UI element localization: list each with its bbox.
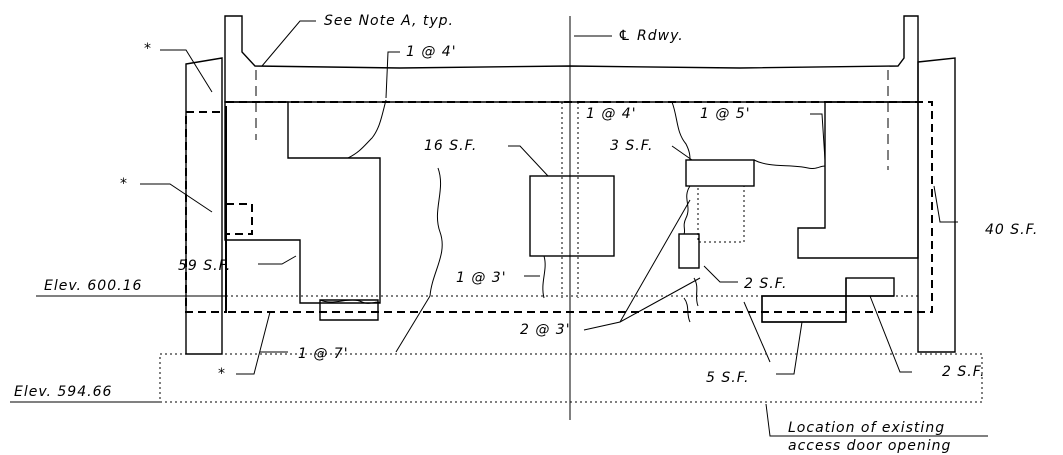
- label-elev-upper: Elev. 600.16: [44, 278, 142, 294]
- label-one-at-5: 1 @ 5': [700, 106, 751, 122]
- label-access-line2: access door opening: [788, 438, 951, 454]
- break-line-7: [693, 277, 699, 307]
- label-one-at-7: 1 @ 7': [298, 346, 349, 362]
- deck-slab: [224, 15, 919, 103]
- right-crosshatch-wall: [917, 57, 956, 353]
- break-line-1: [347, 99, 387, 159]
- patch-2sf-right: [845, 277, 895, 297]
- label-one-at-3: 1 @ 3': [456, 270, 507, 286]
- label-star-2: *: [120, 176, 128, 192]
- label-3-sf: 3 S.F.: [610, 138, 653, 154]
- label-see-note-a: See Note A, typ.: [324, 13, 454, 29]
- dashed-limit-box: [225, 101, 933, 313]
- label-centerline: ℄ Rdwy.: [618, 28, 684, 44]
- label-59-sf: 59 S.F.: [178, 258, 231, 274]
- label-16-sf: 16 S.F.: [424, 138, 477, 154]
- patch-16sf: [529, 175, 615, 257]
- left-crosshatch-wall: [185, 57, 223, 355]
- dashed-limit-left: [185, 111, 227, 313]
- label-2-sf-mid: 2 S.F.: [744, 276, 787, 292]
- label-one-at-4-top: 1 @ 4': [406, 44, 457, 60]
- break-line-5: [753, 159, 826, 170]
- left-hatched-region: [224, 101, 381, 321]
- dashed-small-box: [225, 203, 253, 235]
- label-two-at-3: 2 @ 3': [520, 322, 571, 338]
- elev-dotted-lower-box: [159, 353, 983, 403]
- label-5-sf: 5 S.F.: [706, 370, 749, 386]
- break-line-2: [429, 167, 443, 297]
- break-line-6: [683, 185, 691, 235]
- patch-3sf: [685, 159, 755, 187]
- break-line-8: [683, 297, 691, 323]
- patch-2sf-mid: [678, 233, 700, 269]
- patch-5sf: [761, 278, 894, 323]
- label-elev-lower: Elev. 594.66: [14, 384, 112, 400]
- existing-opening-outline: [697, 185, 745, 243]
- label-star-1: *: [144, 41, 152, 57]
- break-line-9: [319, 299, 381, 304]
- label-star-3: *: [218, 366, 226, 382]
- break-line-4: [671, 101, 691, 161]
- leader-lines: [140, 20, 958, 437]
- label-access-line1: Location of existing: [788, 420, 945, 436]
- label-40-sf: 40 S.F.: [985, 222, 1038, 238]
- label-2-sf-right: 2 S.F.: [942, 364, 985, 380]
- break-line-3: [542, 255, 546, 299]
- label-one-at-4-right: 1 @ 4': [586, 106, 637, 122]
- right-hatched-region: [797, 101, 919, 259]
